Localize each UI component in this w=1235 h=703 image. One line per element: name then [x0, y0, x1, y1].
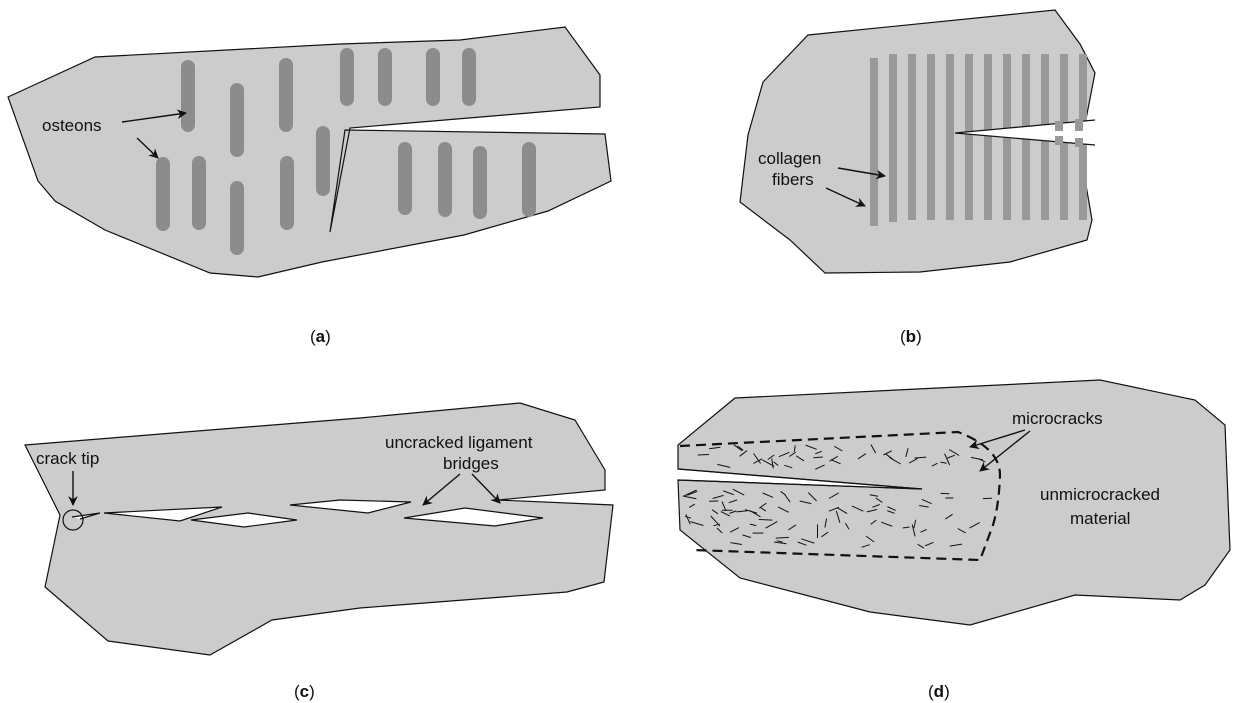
panel-a: osteons (a): [8, 27, 611, 346]
fiber-stub: [1075, 119, 1083, 131]
osteon: [426, 48, 440, 106]
label-osteons: osteons: [42, 116, 102, 135]
label-crack-tip: crack tip: [36, 449, 99, 468]
osteon: [230, 181, 244, 255]
collagen-fiber: [984, 54, 992, 220]
caption-a: (a): [310, 327, 331, 346]
caption-d: (d): [928, 682, 950, 701]
collagen-fiber: [870, 58, 878, 226]
osteon: [462, 48, 476, 106]
panel-d: microcracks unmicrocracked material (d): [678, 380, 1230, 701]
osteon: [398, 142, 412, 215]
osteon: [316, 126, 330, 196]
osteon: [181, 60, 195, 132]
label-microcracks: microcracks: [1012, 409, 1103, 428]
osteon: [279, 58, 293, 132]
panel-c: crack tip uncracked ligament bridges (c): [25, 403, 613, 701]
osteon: [156, 157, 170, 231]
collagen-fiber: [946, 54, 954, 220]
label-ligament-bridges-line2: bridges: [443, 454, 499, 473]
label-ligament-bridges-line1: uncracked ligament: [385, 433, 533, 452]
osteon: [230, 83, 244, 157]
label-unmicrocracked-line1: unmicrocracked: [1040, 485, 1160, 504]
caption-b: (b): [900, 327, 922, 346]
label-collagen-fibers-line1: collagen: [758, 149, 821, 168]
fiber-stub: [1055, 121, 1063, 131]
fiber-stub: [1075, 138, 1083, 147]
osteon: [192, 156, 206, 230]
collagen-fiber: [965, 54, 973, 220]
panel-b: collagen fibers (b): [740, 10, 1096, 346]
microcrack: [759, 520, 773, 521]
collagen-fiber: [927, 54, 935, 220]
collagen-fiber: [889, 54, 897, 222]
bone-specimen-a: [8, 27, 611, 277]
fiber-stub: [1055, 136, 1063, 145]
osteon: [438, 142, 452, 217]
osteon: [340, 48, 354, 106]
caption-c: (c): [294, 682, 315, 701]
label-collagen-fibers-line2: fibers: [772, 170, 814, 189]
label-unmicrocracked-line2: material: [1070, 509, 1130, 528]
osteon: [473, 146, 487, 219]
microcrack: [776, 537, 789, 538]
osteon: [280, 156, 294, 230]
osteon: [522, 142, 536, 217]
collagen-fiber: [908, 54, 916, 220]
microcrack: [698, 455, 709, 456]
osteon: [378, 48, 392, 106]
